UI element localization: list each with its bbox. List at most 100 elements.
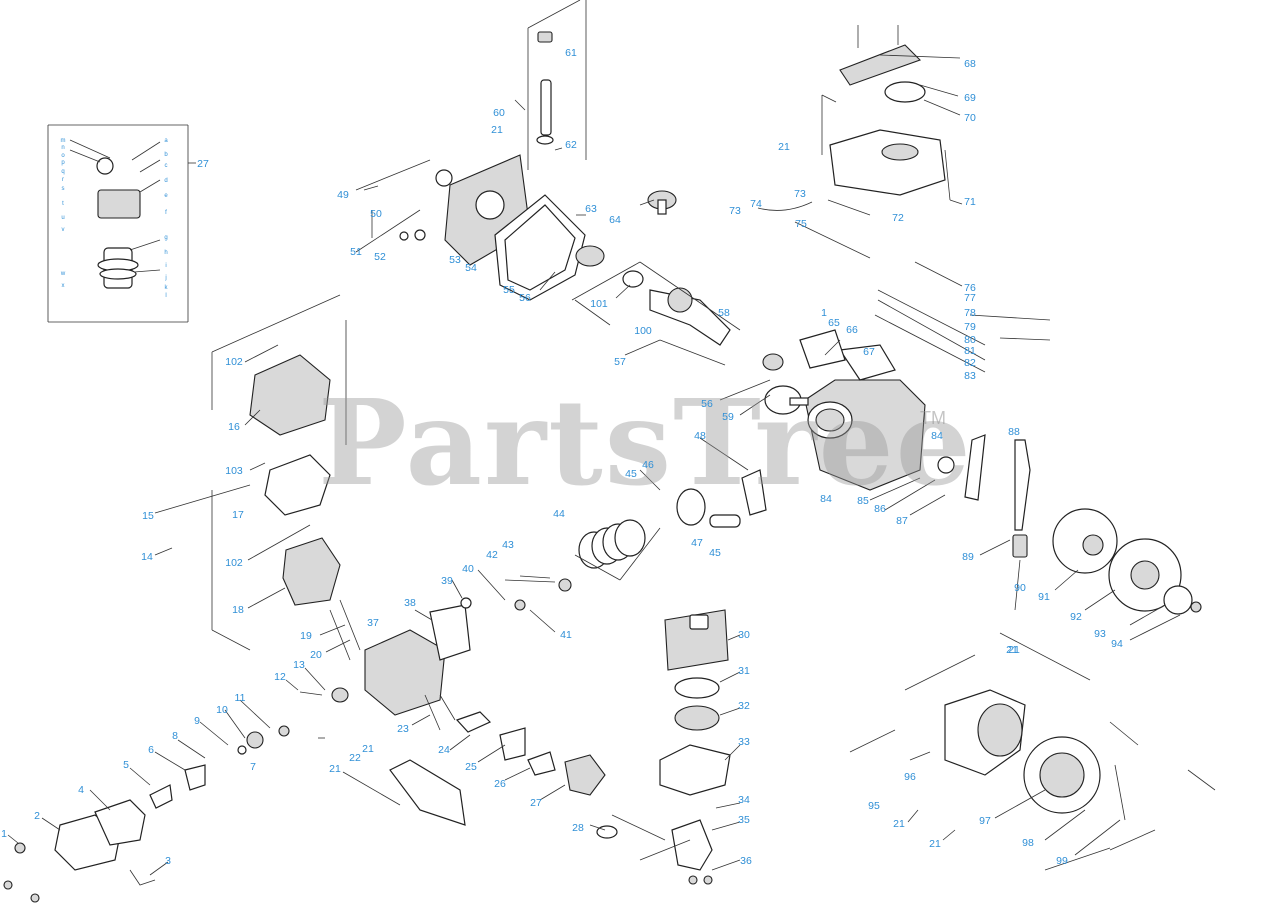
callout-103: 103 [225, 464, 243, 477]
callout-67: 67 [863, 345, 875, 358]
callout-1: 1 [1, 827, 7, 840]
callout-57: 57 [614, 355, 626, 368]
callout-2: 2 [34, 809, 40, 822]
callout-95: 95 [868, 799, 880, 812]
callout-44: 44 [553, 507, 565, 520]
callout-87: 87 [896, 514, 908, 527]
callout-36: 36 [740, 854, 752, 867]
callout-84: 84 [931, 429, 943, 442]
inset-callout-j: j [165, 275, 167, 281]
callout-16: 16 [228, 420, 240, 433]
carburetor-inset [47, 124, 196, 323]
callout-21: 21 [778, 140, 790, 153]
callout-86: 86 [874, 502, 886, 515]
callout-19: 19 [300, 629, 312, 642]
inset-callout-d: d [164, 178, 168, 184]
carburetor [527, 751, 618, 839]
callout-32: 32 [738, 699, 750, 712]
inset-callout-n: n [61, 145, 65, 151]
inset-callout-u: u [61, 215, 65, 221]
callout-21: 21 [491, 123, 503, 136]
head-shroud [211, 294, 347, 651]
callout-66: 66 [846, 323, 858, 336]
callout-38: 38 [404, 596, 416, 609]
callout-27: 27 [197, 157, 209, 170]
inset-callout-i: i [165, 263, 167, 269]
callout-21: 21 [362, 742, 374, 755]
callout-47: 47 [691, 536, 703, 549]
callout-82: 82 [964, 356, 976, 369]
inset-callout-t: t [62, 201, 64, 207]
callout-98: 98 [1022, 836, 1034, 849]
callout-78: 78 [964, 306, 976, 319]
fuel-tank [757, 25, 963, 211]
callout-76: 76 [964, 281, 976, 294]
callout-99: 99 [1056, 854, 1068, 867]
inset-callout-k: k [164, 285, 168, 291]
callout-40: 40 [462, 562, 474, 575]
muffler-shield [389, 759, 466, 826]
callout-58: 58 [718, 306, 730, 319]
callout-73: 73 [729, 204, 741, 217]
callout-79: 79 [964, 320, 976, 333]
callout-50: 50 [370, 207, 382, 220]
callout-102: 102 [225, 556, 243, 569]
callout-77: 77 [964, 291, 976, 304]
inset-callout-v: v [61, 227, 65, 233]
callout-39: 39 [441, 574, 453, 587]
callout-70: 70 [964, 111, 976, 124]
callout-100: 100 [634, 324, 652, 337]
callout-23: 23 [397, 722, 409, 735]
callout-12: 12 [274, 670, 286, 683]
inset-callout-x: x [61, 283, 65, 289]
callout-90: 90 [1014, 581, 1026, 594]
governor-gear [647, 190, 677, 215]
callout-80: 80 [964, 333, 976, 346]
dipstick-assembly [527, 0, 587, 170]
inset-callout-f: f [165, 210, 167, 216]
callout-18: 18 [232, 603, 244, 616]
callout-93: 93 [1094, 627, 1106, 640]
callout-91: 91 [1038, 590, 1050, 603]
callout-10: 10 [216, 703, 228, 716]
callout-48: 48 [694, 429, 706, 442]
callout-22: 22 [349, 751, 361, 764]
callout-69: 69 [964, 91, 976, 104]
piston-assembly [574, 469, 767, 581]
callout-55: 55 [503, 283, 515, 296]
callout-53: 53 [449, 253, 461, 266]
inset-callout-l: l [165, 293, 167, 299]
callout-88: 88 [1008, 425, 1020, 438]
callout-37: 37 [367, 616, 379, 629]
callout-75: 75 [795, 217, 807, 230]
callout-64: 64 [609, 213, 621, 226]
callout-11: 11 [234, 691, 246, 704]
callout-73: 73 [794, 187, 806, 200]
inset-callout-r: r [62, 177, 64, 183]
callout-15: 15 [142, 509, 154, 522]
callout-102: 102 [225, 355, 243, 368]
leader-lines [7, 54, 1181, 876]
inset-callout-g: g [164, 235, 168, 241]
crankcase-gasket [494, 194, 605, 301]
inset-callout-e: e [164, 193, 168, 199]
inset-callout-a: a [164, 138, 168, 144]
flywheel-assembly [964, 434, 1202, 615]
inset-callout-q: q [61, 169, 65, 175]
callout-7: 7 [250, 760, 256, 773]
callout-74: 74 [750, 197, 762, 210]
callout-84: 84 [820, 492, 832, 505]
callout-30: 30 [738, 628, 750, 641]
callout-26: 26 [494, 777, 506, 790]
callout-81: 81 [964, 344, 976, 357]
callout-52: 52 [374, 250, 386, 263]
callout-41: 41 [560, 628, 572, 641]
callout-61: 61 [565, 46, 577, 59]
callout-14: 14 [141, 550, 153, 563]
callout-43: 43 [502, 538, 514, 551]
inset-callout-b: b [164, 152, 168, 158]
callout-56: 56 [701, 397, 713, 410]
callout-83: 83 [964, 369, 976, 382]
valve-cover [3, 764, 206, 903]
